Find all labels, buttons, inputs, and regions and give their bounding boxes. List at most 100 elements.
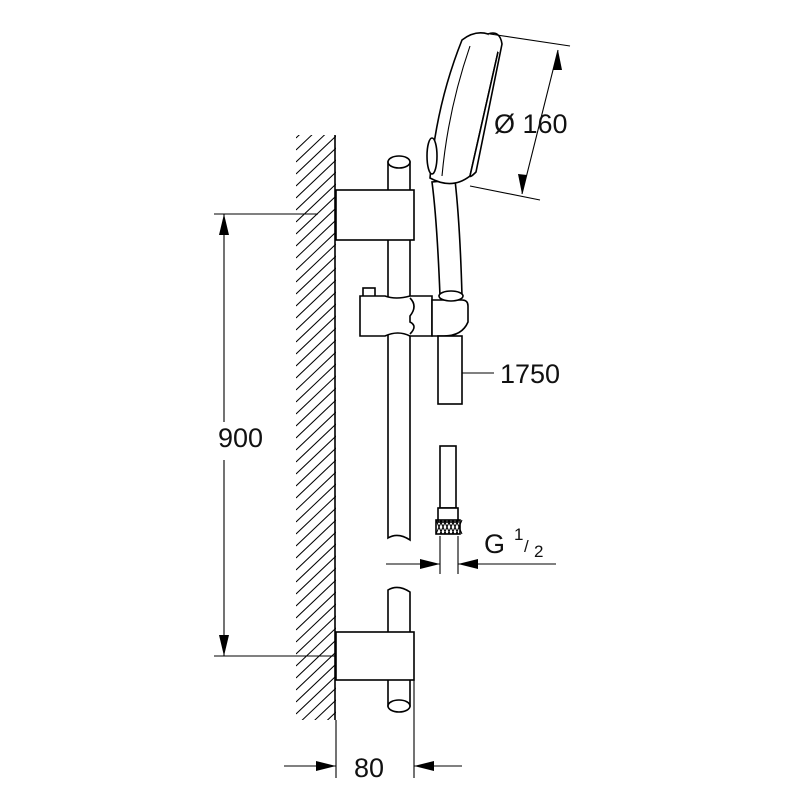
wall-hatch-line — [296, 543, 336, 583]
shower-head-face — [469, 32, 503, 178]
wall-hatch-line — [296, 387, 336, 427]
wall-hatch-line — [296, 147, 336, 187]
wall-hatch-line — [296, 327, 336, 367]
wall-hatch-line — [296, 315, 336, 355]
wall-hatch-line — [296, 627, 336, 667]
wall-hatch-line — [296, 447, 336, 487]
wall-hatch-line — [296, 483, 336, 523]
wall-hatch-line — [296, 615, 336, 655]
wall-hatch-line — [296, 351, 336, 391]
wall-hatch-line — [296, 291, 336, 331]
hose-connector-nut — [435, 519, 461, 535]
wall-hatch-line — [296, 207, 336, 247]
thread-numerator: 1 — [514, 525, 523, 544]
hand-shower-handle — [431, 179, 463, 297]
slider-body — [359, 295, 433, 337]
wall-hatch-line — [296, 567, 336, 607]
wall-hatch-line — [296, 135, 300, 139]
rail-length-dimension: 900 — [214, 213, 336, 657]
wall-hatch-line — [296, 411, 336, 451]
rail-length-label: 900 — [218, 423, 263, 453]
wall-hatch-line — [296, 675, 336, 715]
diameter-arrow-bottom — [518, 174, 527, 194]
rail-arrow-top — [219, 214, 229, 235]
wall-hatch-line — [296, 531, 336, 571]
wall-hatch-line — [296, 399, 336, 439]
thread-dimension: G 1 / 2 — [386, 525, 556, 574]
slider-clamp — [409, 297, 415, 335]
wall-hatch-line — [296, 423, 336, 463]
wall-hatch-line — [296, 495, 336, 535]
upper-wall-bracket — [335, 189, 415, 241]
thread-denominator: 2 — [534, 542, 543, 561]
diameter-arrow-top — [553, 50, 562, 70]
rail-upper-segment — [387, 161, 411, 542]
diameter-label: Ø 160 — [494, 109, 568, 139]
diameter-extension-top — [489, 33, 571, 47]
wall-hatch-line — [296, 219, 336, 259]
wall-distance-dimension: 80 — [284, 680, 462, 783]
wall-hatch-line — [296, 279, 336, 319]
wall-hatch-line — [296, 363, 336, 403]
wall-hatch-line — [296, 231, 336, 271]
wall-hatch-line — [296, 375, 336, 415]
thread-main-label: G — [484, 529, 505, 559]
wall-hatch-line — [296, 135, 313, 151]
wall-hatch-line — [296, 195, 336, 235]
wall-hatch-line — [314, 699, 336, 720]
shower-head-inner-line — [441, 45, 471, 177]
handle-base-cone — [438, 290, 464, 302]
wall-hatch-line — [296, 471, 336, 511]
slider-holder — [359, 287, 469, 337]
diameter-dimension-line — [521, 49, 559, 195]
wall-hatch-line — [296, 519, 336, 559]
rail-bottom-cap — [387, 699, 411, 713]
wall-hatch-line — [296, 663, 336, 703]
wall-hatch-line — [296, 555, 336, 595]
wall-hatch-line — [296, 339, 336, 379]
rail-arrow-bottom — [219, 635, 229, 656]
wall-hatch-line — [296, 159, 336, 199]
wall-hatch-line — [296, 435, 336, 475]
wall-hatch-line — [296, 267, 336, 307]
wall-hatch-line — [296, 591, 336, 631]
wall-hatch-line — [296, 724, 336, 762]
hose-nut-knurling — [435, 519, 463, 535]
wall-hatch-line — [296, 255, 336, 295]
wall-hatching — [296, 135, 336, 762]
hose-ferrule — [437, 507, 459, 523]
wall-hatch-line — [296, 603, 336, 643]
wall-hatch-line — [296, 507, 336, 547]
hose-length-dimension: 1750 — [462, 359, 560, 389]
shower-rail — [387, 155, 411, 713]
wall-distance-arrow-left — [316, 761, 336, 771]
wall-hatch-line — [296, 243, 336, 283]
wall-hatch-line — [296, 135, 326, 163]
wall-hatch-line — [296, 459, 336, 499]
wall-hatch-line — [296, 579, 336, 619]
wall-hatch-line — [296, 183, 336, 223]
hose-upper-section — [437, 335, 463, 405]
thread-arrow-right — [458, 559, 478, 569]
hose-length-label: 1750 — [500, 359, 560, 389]
knurl-line — [455, 519, 463, 535]
wall-distance-arrow-right — [414, 761, 434, 771]
wall-distance-label: 80 — [354, 753, 384, 783]
shower-head-body — [429, 32, 500, 185]
wall-hatch-line — [296, 651, 336, 691]
lower-wall-bracket — [335, 631, 415, 681]
wall-hatch-line — [326, 711, 336, 720]
diameter-dimension: Ø 160 — [469, 33, 571, 201]
wall-hatch-line — [296, 171, 336, 211]
shower-hose — [435, 335, 463, 535]
hose-lower-section — [439, 445, 457, 509]
wall — [296, 135, 336, 762]
thread-slash: / — [524, 537, 529, 556]
wall-hatch-line — [301, 687, 336, 720]
spray-mode-button — [426, 137, 438, 175]
hand-shower-holder — [431, 299, 469, 337]
thread-arrow-left — [420, 559, 440, 569]
wall-hatch-line — [296, 135, 336, 175]
hand-shower — [426, 32, 503, 302]
